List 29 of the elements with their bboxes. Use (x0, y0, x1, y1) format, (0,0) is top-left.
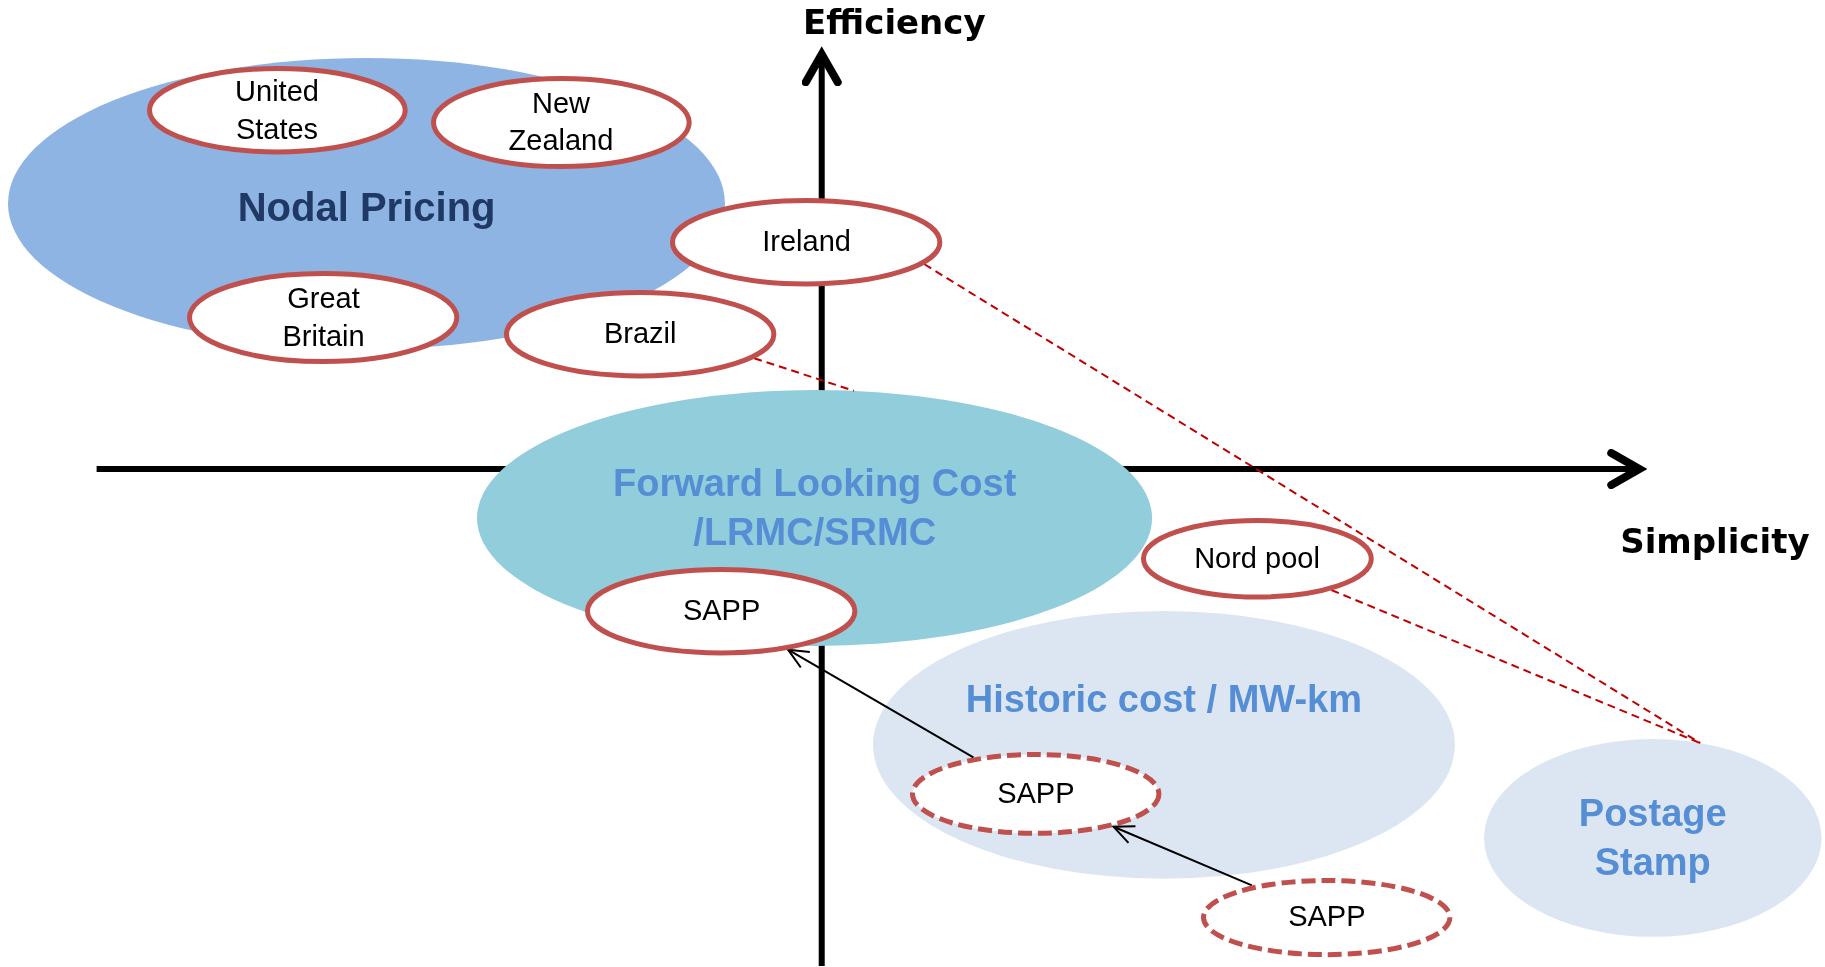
dashed-line (1330, 589, 1702, 745)
country-ellipse (910, 751, 1162, 836)
country-ellipse (430, 75, 692, 169)
axis-label: Efficiency (803, 2, 986, 43)
dashed-line (923, 263, 1702, 745)
country-label: SAPP (1287, 899, 1367, 935)
arrow (787, 648, 975, 759)
axis-label: Simplicity (1620, 521, 1810, 562)
region-label: Forward Looking Cost /LRMC/SRMC (612, 460, 1018, 555)
country-label: Nord pool (1193, 540, 1321, 576)
country-label: Great Britain (281, 281, 366, 354)
region-ellipse (872, 611, 1455, 879)
country-label: New Zealand (507, 85, 615, 159)
country-label: SAPP (996, 775, 1076, 811)
country-label: Brazil (602, 316, 678, 352)
country-ellipse (1201, 877, 1453, 957)
country-ellipse (503, 289, 777, 379)
country-ellipse (187, 271, 460, 365)
country-ellipse (1140, 517, 1374, 600)
country-ellipse (670, 197, 943, 287)
region-ellipse (1483, 739, 1822, 937)
arrow (1112, 825, 1253, 887)
region-label: Postage Stamp (1577, 790, 1728, 885)
region-label: Historic cost / MW-km (964, 677, 1363, 723)
country-label: United States (234, 73, 320, 147)
country-ellipse (146, 66, 408, 155)
region-label: Nodal Pricing (236, 183, 497, 231)
country-ellipse (585, 566, 858, 656)
country-label: SAPP (681, 593, 762, 629)
